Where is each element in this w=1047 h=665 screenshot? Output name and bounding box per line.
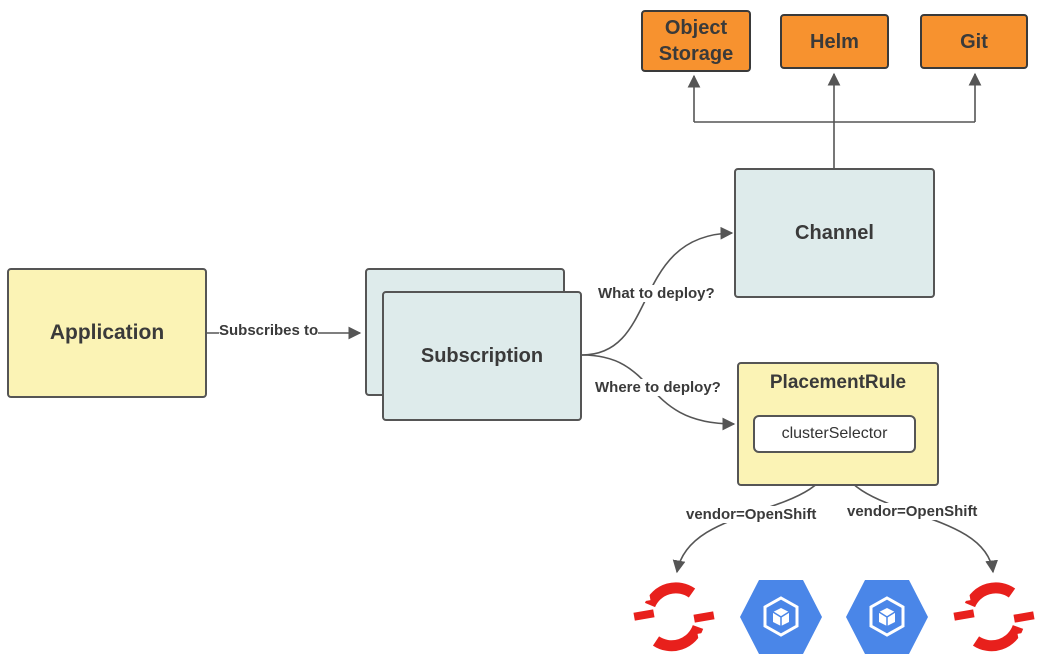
- kubernetes-engine-icon: [740, 580, 822, 654]
- subscription-label: Subscription: [420, 344, 544, 367]
- openshift-logo-icon: [953, 582, 1035, 652]
- application-label: Application: [49, 321, 165, 344]
- kubernetes-engine-icon: [846, 580, 928, 654]
- vendor-left-label: vendor=OpenShift: [686, 506, 817, 523]
- channel-to-sources-connector: [687, 72, 982, 168]
- subscription-node: Subscription: [382, 291, 582, 421]
- channel-label: Channel: [795, 221, 874, 244]
- what-to-deploy-label: What to deploy?: [598, 285, 715, 302]
- channel-node: Channel: [734, 168, 935, 298]
- where-to-deploy-label: Where to deploy?: [595, 379, 721, 396]
- git-label: Git: [960, 30, 988, 53]
- helm-label: Helm: [810, 30, 859, 53]
- git-node: Git: [920, 14, 1028, 69]
- object-storage-label: Object Storage: [658, 17, 734, 65]
- placement-rule-label: PlacementRule: [769, 372, 907, 393]
- subscribes-to-label: Subscribes to: [219, 322, 319, 339]
- application-node: Application: [7, 268, 207, 398]
- cluster-selector-label: clusterSelector: [781, 425, 888, 442]
- cluster-selector-node: clusterSelector: [753, 415, 916, 453]
- helm-node: Helm: [780, 14, 889, 69]
- object-storage-node: Object Storage: [641, 10, 751, 72]
- vendor-right-label: vendor=OpenShift: [847, 503, 978, 520]
- openshift-logo-icon: [633, 582, 715, 652]
